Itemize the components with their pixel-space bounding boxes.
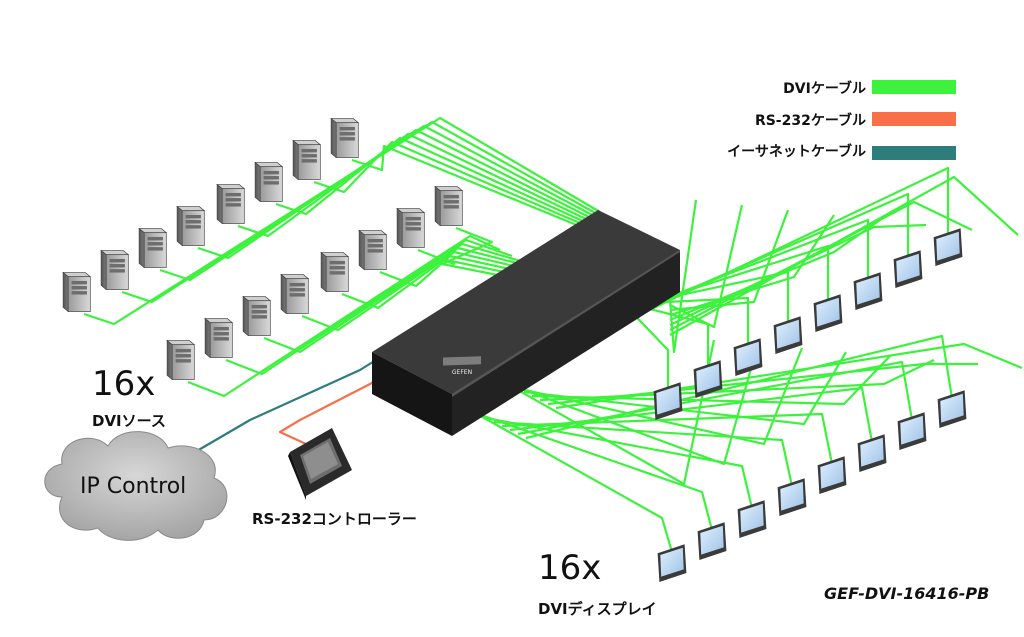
- dvi-source-computer: [292, 140, 321, 180]
- dvi-cable-display-lower-route: [515, 347, 804, 446]
- dvi-cable-display-lower-route: [531, 355, 891, 406]
- dvi-cable-display-lower: [509, 386, 874, 443]
- switch-brand-plate: [443, 356, 481, 366]
- displays-count: 16x: [538, 548, 602, 588]
- dvi-cable-display-upper-route: [669, 175, 1019, 336]
- ethernet-cable: [189, 359, 377, 456]
- dvi-cable-source-front: [225, 238, 513, 376]
- dvi-cable-display-upper-route: [669, 204, 744, 329]
- legend-label-ethernet: イーサネットケーブル: [727, 144, 866, 160]
- dvi-cable-source-front: [263, 242, 525, 354]
- dvi-display-monitor: [933, 228, 963, 266]
- legend-swatch-rs232: [872, 112, 956, 126]
- cable-group: [83, 116, 1023, 553]
- dvi-cable-source-front: [301, 246, 537, 332]
- dvi-source-computer: [358, 230, 387, 270]
- controller-label: RS-232コントローラー: [252, 510, 417, 528]
- dvi-display-monitor: [733, 338, 763, 376]
- matrix-switch: [372, 210, 680, 436]
- dvi-display-monitor: [657, 544, 687, 582]
- legend-swatch-dvi: [872, 80, 956, 94]
- dvi-display-monitor: [937, 390, 967, 428]
- dvi-source-computer: [320, 252, 349, 292]
- dvi-cable-display-lower: [501, 412, 834, 465]
- dvi-cable-display-upper-route: [668, 199, 698, 354]
- dvi-source-computer: [176, 206, 205, 246]
- dvi-cable-display-lower: [469, 409, 674, 553]
- dvi-cable-display-lower: [517, 360, 914, 436]
- dvi-source-computer: [280, 274, 309, 314]
- dvi-display-monitor: [697, 522, 727, 560]
- dvi-display-monitor: [853, 272, 883, 310]
- dvi-display-monitor: [773, 316, 803, 354]
- dvi-source-computer: [166, 340, 195, 380]
- dvi-cable-display-lower-route: [555, 342, 1023, 410]
- dvi-display-monitor: [813, 294, 843, 332]
- dvi-display-monitor: [897, 412, 927, 450]
- dvi-cable-source-back: [275, 136, 586, 224]
- dvi-cable-display-lower: [493, 420, 794, 487]
- dvi-cable-source-front: [341, 250, 549, 310]
- dvi-source-computer: [100, 250, 129, 290]
- dvi-cable-display-lower: [485, 416, 754, 509]
- dvi-source-computer: [216, 184, 245, 224]
- ip-control-cloud: [44, 431, 228, 541]
- dvi-cable-display-upper-route: [669, 200, 973, 331]
- dvi-cable-source-back: [197, 128, 592, 260]
- dvi-display-monitor: [893, 250, 923, 288]
- switch-brand-text: GEFEN: [452, 369, 472, 376]
- dvi-cable-display-upper: [640, 166, 950, 315]
- legend-label-dvi: DVIケーブル: [783, 81, 866, 97]
- dvi-source-computer: [62, 272, 91, 312]
- dvi-display-monitor: [653, 382, 683, 420]
- dvi-cable-source-back: [237, 132, 589, 238]
- dvi-display-monitor: [777, 478, 807, 516]
- dvi-source-computer: [138, 228, 167, 268]
- dvi-source-computer: [242, 296, 271, 336]
- model-number: GEF-DVI-16416-PB: [824, 584, 990, 603]
- dvi-cable-display-lower: [477, 412, 714, 531]
- legend-label-rs232: RS-232ケーブル: [754, 113, 866, 129]
- sources-label: DVIソース: [92, 412, 166, 430]
- dvi-source-computer: [254, 162, 283, 202]
- dvi-source-computer: [396, 208, 425, 248]
- dvi-cable-source-back: [313, 140, 583, 226]
- dvi-source-computer: [204, 318, 233, 358]
- dvi-display-monitor: [857, 434, 887, 472]
- dvi-cable-source-front: [379, 254, 561, 288]
- dvi-source-computer: [330, 118, 359, 158]
- dvi-display-monitor: [737, 500, 767, 538]
- rs232-controller: [288, 428, 352, 500]
- dvi-display-monitor: [817, 456, 847, 494]
- dvi-cable-source-front: [187, 234, 501, 398]
- legend-swatch-ethernet: [872, 146, 956, 160]
- displays-label: DVIディスプレイ: [538, 600, 657, 618]
- dvi-cable-source-back: [351, 144, 580, 228]
- dvi-source-computer: [434, 186, 463, 226]
- cloud-label: IP Control: [80, 474, 187, 499]
- sources-count: 16x: [92, 364, 156, 404]
